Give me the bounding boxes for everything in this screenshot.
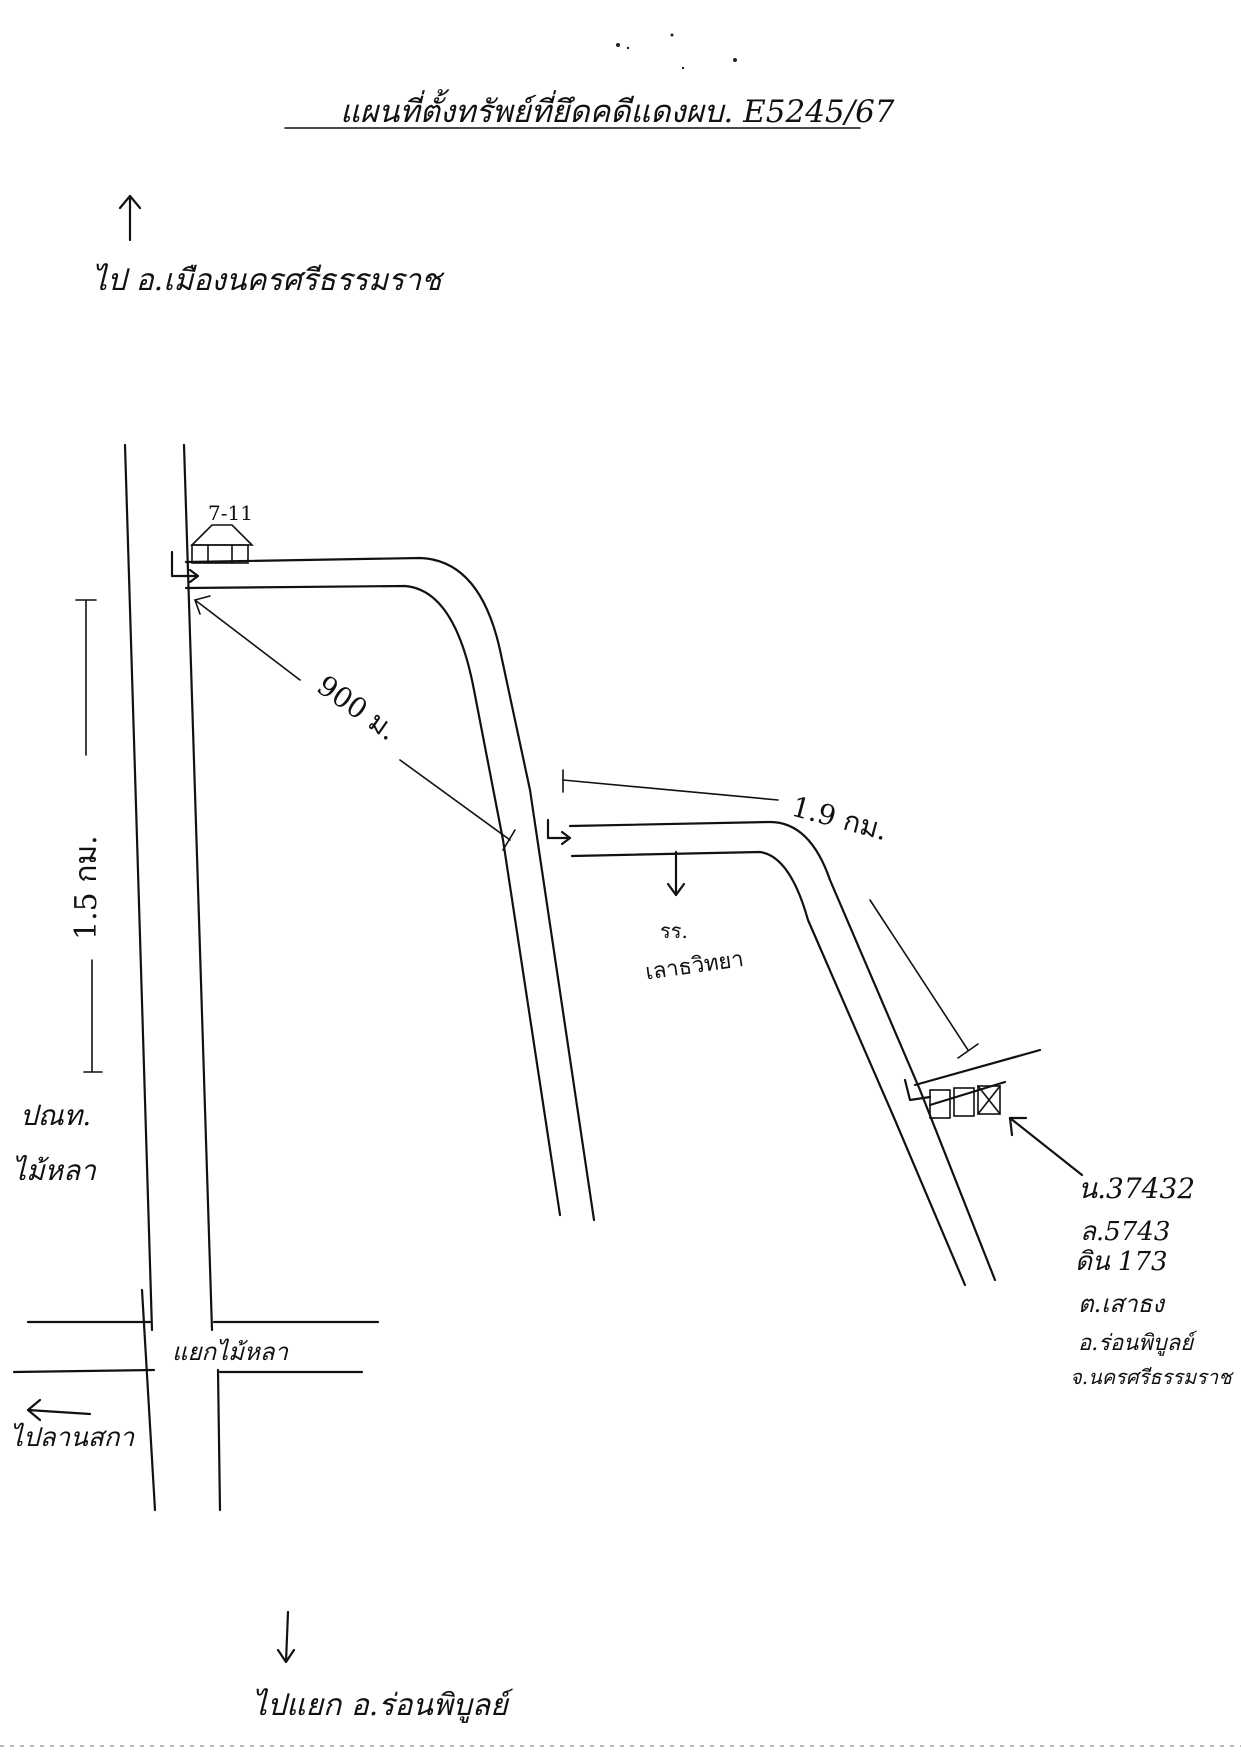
- school-label-line2: เลาธวิทยา: [644, 947, 745, 986]
- property-plots: [929, 1085, 1001, 1119]
- property-line3: ดิน 173: [1075, 1247, 1168, 1277]
- side-road: [170, 550, 596, 1222]
- arrow-up-icon: [118, 194, 142, 242]
- arrow-down-icon: [276, 1610, 296, 1664]
- school-label-line1: รร.: [660, 919, 688, 943]
- scan-specks: [616, 33, 737, 70]
- school-pointer: [666, 850, 686, 897]
- diagonal-distance-marker: [193, 595, 516, 851]
- branch-distance-marker: [562, 769, 979, 1059]
- junction-label: แยกไม้หลา: [172, 1338, 289, 1366]
- diagonal-distance: 900 ม.: [311, 669, 403, 747]
- side-road-distance-marker: [75, 599, 103, 1073]
- property-line2: ล.5743: [1080, 1217, 1170, 1247]
- south-direction-label: ไปแยก อ.ร่อนพิบูลย์: [252, 1688, 514, 1723]
- post-office-label-line1: ปณท.: [20, 1099, 91, 1132]
- main-highway: [123, 443, 222, 1512]
- map-title: แผนที่ตั้งทรัพย์ที่ยึดคดีแดงผบ. E5245/67: [340, 89, 895, 130]
- property-line1: น.37432: [1078, 1172, 1195, 1205]
- arrow-left-icon: [26, 1398, 92, 1422]
- side-road-distance: 1.5 กม.: [69, 835, 104, 940]
- property-line4: ต.เสาธง: [1078, 1290, 1166, 1318]
- branch-distance: 1.9 กม.: [788, 790, 891, 847]
- north-direction-label: ไป อ.เมืองนครศรีธรรมราช: [92, 263, 445, 298]
- cross-box-icon: [977, 1085, 1001, 1115]
- west-direction-label: ไปลานสกา: [10, 1422, 135, 1453]
- property-line6: จ.นครศรีธรรมราช: [1070, 1365, 1234, 1389]
- branch-road: [546, 818, 997, 1287]
- cross-road: [12, 1320, 380, 1374]
- store-label: 7-11: [208, 501, 253, 525]
- post-office-label-line2: ไม้หลา: [12, 1154, 97, 1187]
- building-icon: [190, 524, 254, 564]
- property-line5: อ.ร่อนพิบูลย์: [1078, 1330, 1198, 1356]
- property-pointer: [1008, 1116, 1084, 1177]
- access-road: [903, 1048, 1042, 1107]
